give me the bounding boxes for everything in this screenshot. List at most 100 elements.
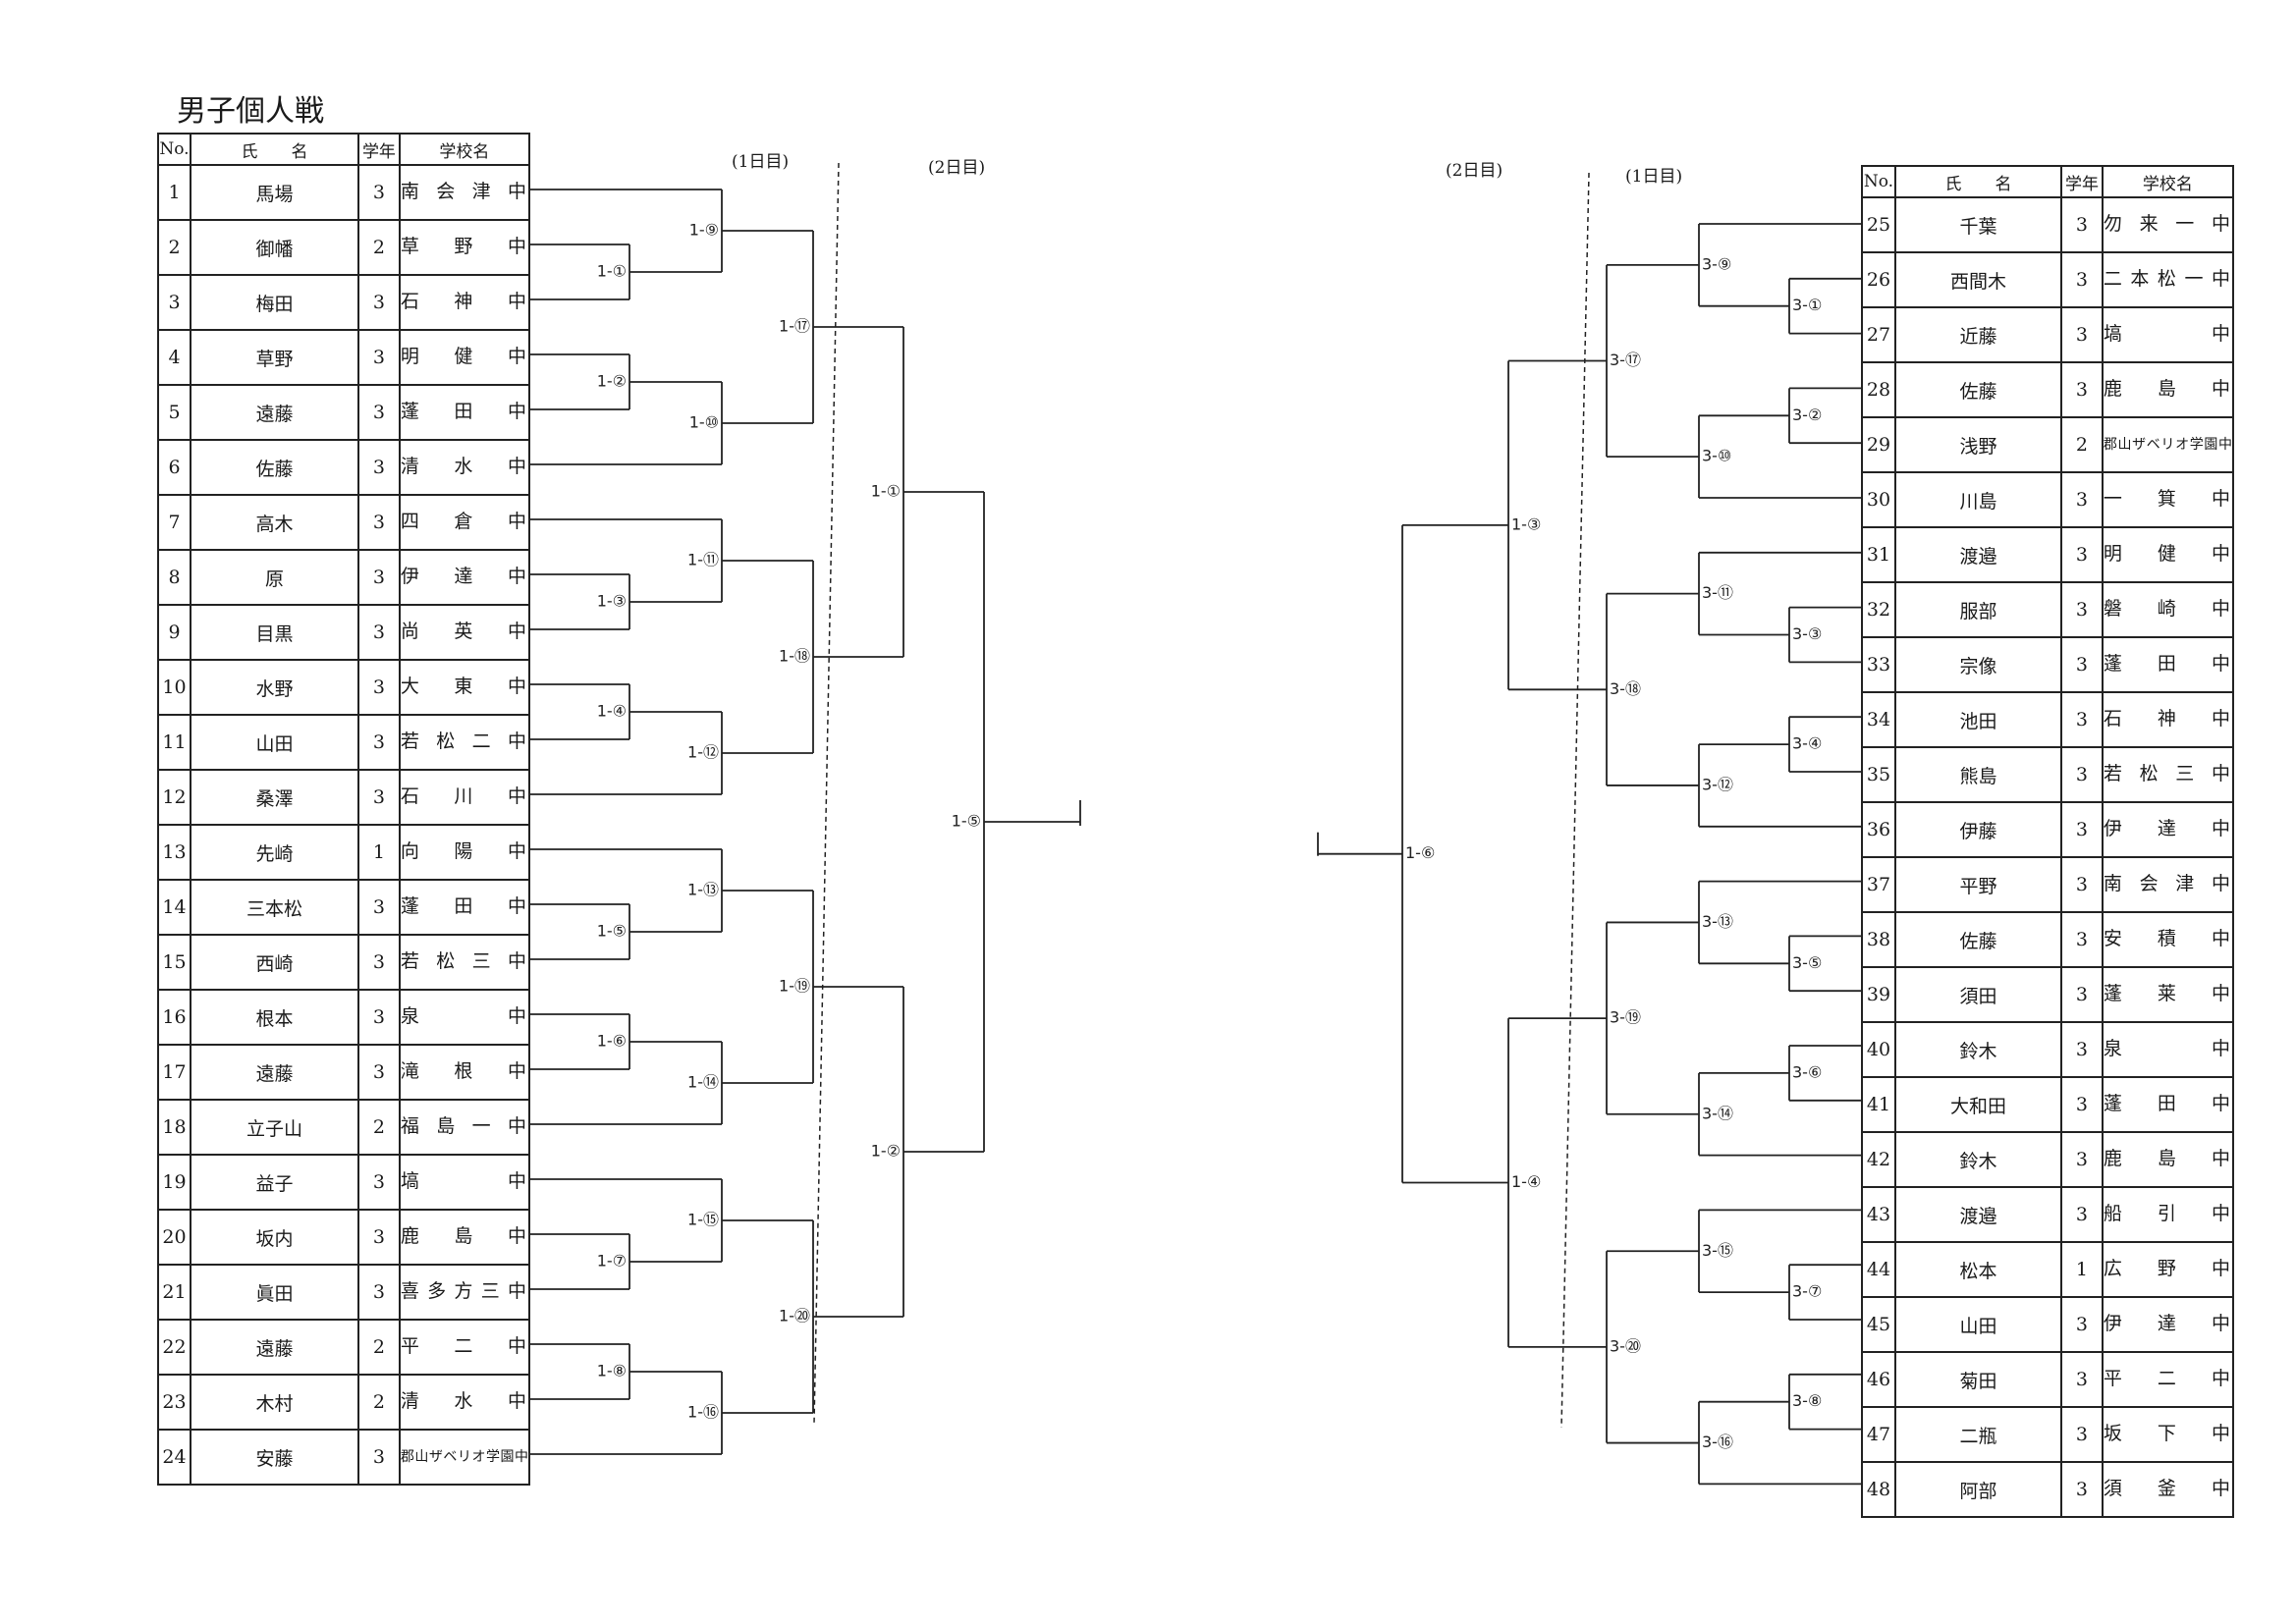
match-label: 1-② — [871, 1142, 901, 1161]
player-school: 伊達中 — [398, 549, 531, 606]
match-label: 1-⑤ — [952, 812, 981, 831]
match-label: 1-⑫ — [687, 743, 719, 762]
day2-label-left: (2日目) — [928, 158, 986, 178]
player-grade: 2 — [357, 219, 401, 276]
player-name: 眞田 — [189, 1264, 360, 1321]
player-grade: 3 — [2060, 361, 2104, 418]
player-school: 明健中 — [2101, 526, 2235, 583]
player-name: 伊藤 — [1893, 801, 2063, 858]
player-name: 遠藤 — [189, 1319, 360, 1376]
match-label: 3-⑫ — [1702, 775, 1733, 793]
player-name: 坂内 — [189, 1209, 360, 1266]
player-no: 2 — [157, 219, 191, 276]
player-name: 渡邉 — [1893, 526, 2063, 583]
player-school: 蓬田中 — [398, 384, 531, 441]
player-name: 草野 — [189, 329, 360, 386]
match-label: 1-⑱ — [779, 647, 810, 666]
match-label: 3-⑧ — [1792, 1391, 1822, 1410]
match-label: 3-⑮ — [1702, 1241, 1733, 1260]
player-no: 46 — [1861, 1351, 1896, 1408]
match-label: 3-⑬ — [1702, 912, 1733, 931]
player-no: 8 — [157, 549, 191, 606]
match-label: 3-⑪ — [1702, 583, 1733, 602]
player-name: 木村 — [189, 1374, 360, 1431]
player-no: 14 — [157, 879, 191, 936]
match-label: 1-⑰ — [779, 317, 810, 336]
player-no: 43 — [1861, 1186, 1896, 1243]
player-school: 鹿島中 — [398, 1209, 531, 1266]
match-label: 1-① — [871, 482, 901, 501]
header-name: 氏 名 — [189, 133, 360, 166]
player-grade: 1 — [357, 824, 401, 881]
player-grade: 3 — [2060, 1021, 2104, 1078]
player-no: 31 — [1861, 526, 1896, 583]
player-grade: 3 — [357, 934, 401, 991]
player-school: 草野中 — [398, 219, 531, 276]
player-no: 48 — [1861, 1461, 1896, 1518]
player-name: 須田 — [1893, 966, 2063, 1023]
player-grade: 3 — [357, 604, 401, 661]
player-no: 13 — [157, 824, 191, 881]
player-school: 船引中 — [2101, 1186, 2235, 1243]
player-no: 1 — [157, 164, 191, 221]
match-label: 3-④ — [1792, 734, 1822, 753]
player-name: 梅田 — [189, 274, 360, 331]
player-name: 西崎 — [189, 934, 360, 991]
player-name: 千葉 — [1893, 196, 2063, 253]
player-no: 17 — [157, 1044, 191, 1101]
match-label: 1-⑪ — [687, 551, 719, 569]
match-label: 3-⑱ — [1610, 679, 1641, 698]
player-no: 16 — [157, 989, 191, 1046]
player-name: 佐藤 — [1893, 361, 2063, 418]
player-name: 高木 — [189, 494, 360, 551]
player-name: 三本松 — [189, 879, 360, 936]
player-school: 広野中 — [2101, 1241, 2235, 1298]
player-grade: 3 — [357, 439, 401, 496]
player-no: 20 — [157, 1209, 191, 1266]
player-school: 鹿島中 — [2101, 361, 2235, 418]
player-name: 目黒 — [189, 604, 360, 661]
player-school: 平二中 — [398, 1319, 531, 1376]
player-name: 遠藤 — [189, 1044, 360, 1101]
player-school: 勿来一中 — [2101, 196, 2235, 253]
player-no: 9 — [157, 604, 191, 661]
player-grade: 3 — [357, 494, 401, 551]
match-label: 1-⑬ — [687, 881, 719, 899]
player-grade: 3 — [357, 769, 401, 826]
player-school: 一箕中 — [2101, 471, 2235, 528]
day1-label-right: (1日目) — [1625, 167, 1683, 187]
player-school: 平二中 — [2101, 1351, 2235, 1408]
player-grade: 3 — [357, 384, 401, 441]
player-school: 滝根中 — [398, 1044, 531, 1101]
player-grade: 3 — [2060, 691, 2104, 748]
player-no: 36 — [1861, 801, 1896, 858]
player-grade: 3 — [2060, 966, 2104, 1023]
player-no: 33 — [1861, 636, 1896, 693]
player-name: 水野 — [189, 659, 360, 716]
player-grade: 3 — [357, 274, 401, 331]
player-school: 郡山ザベリオ学園中 — [398, 1429, 531, 1486]
player-grade: 3 — [2060, 746, 2104, 803]
player-grade: 3 — [2060, 1406, 2104, 1463]
